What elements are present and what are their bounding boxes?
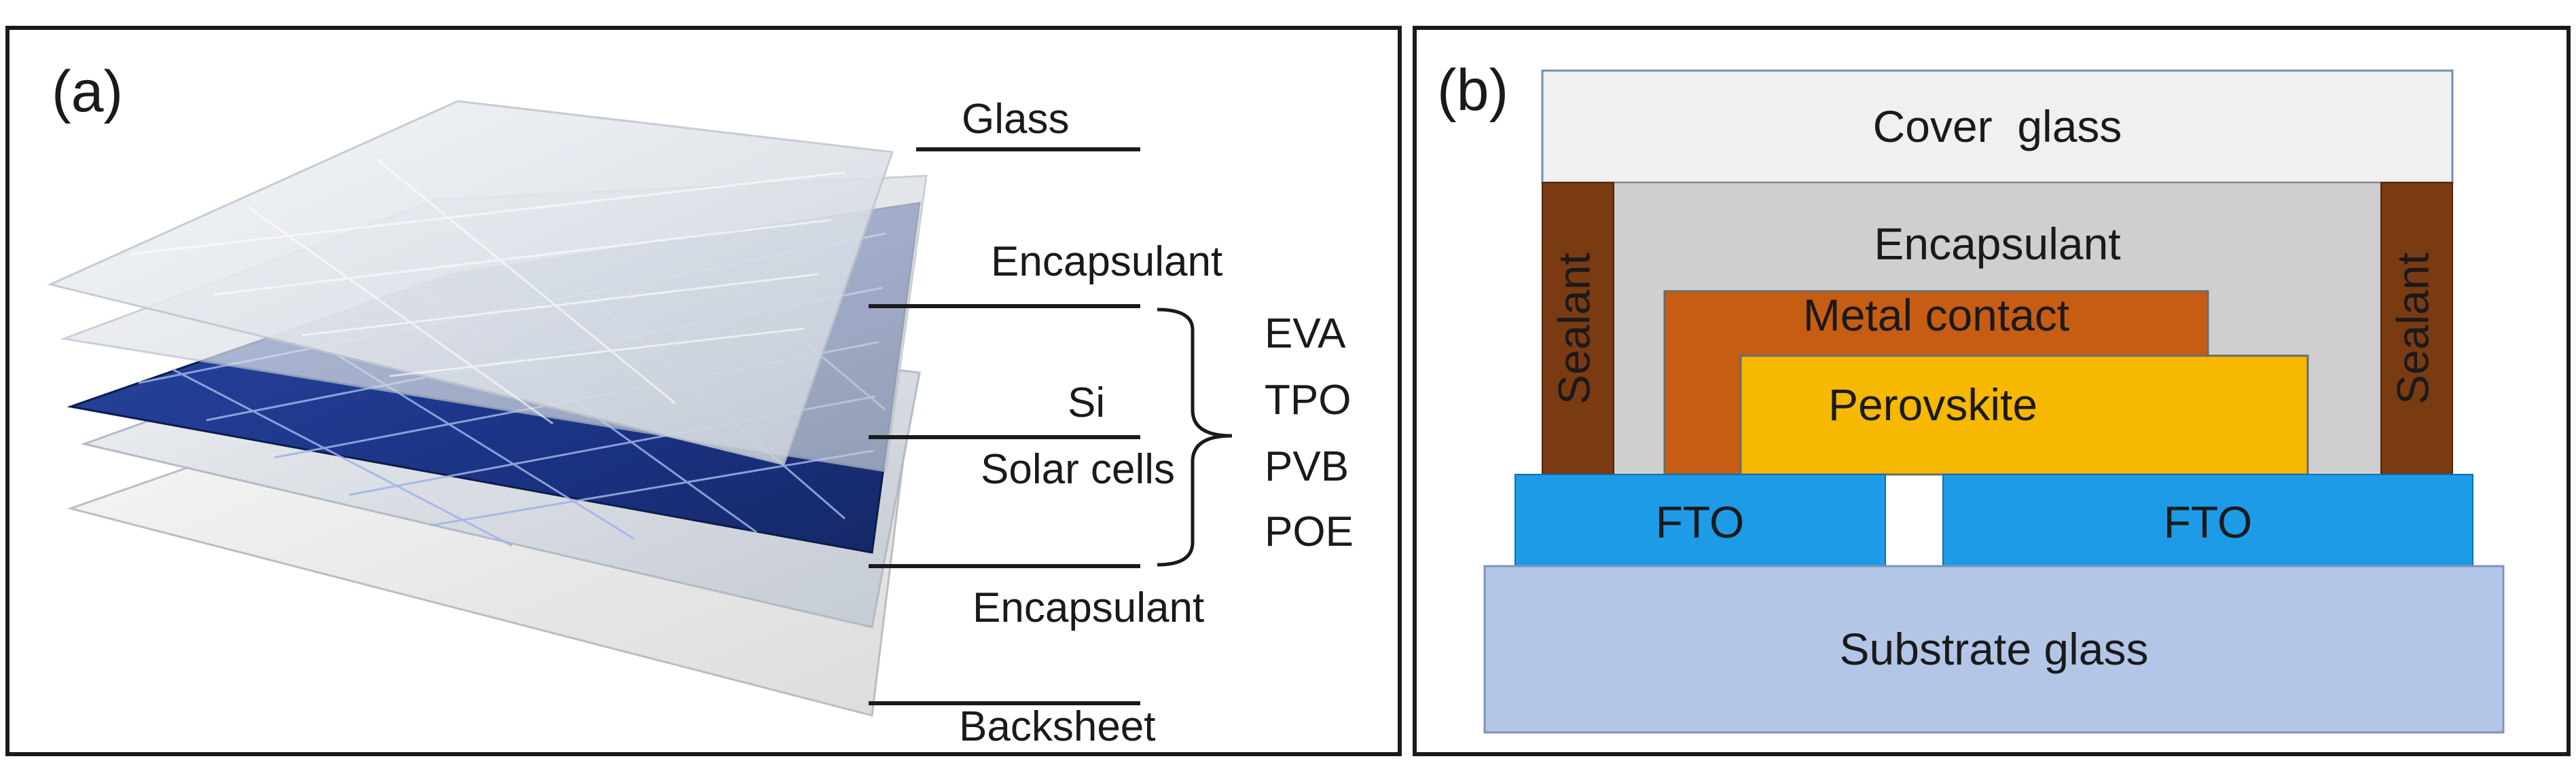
fto-right-layer [1942,474,2473,567]
label-fto-right: FTO [2164,497,2253,547]
material-tpo: TPO [1265,377,1351,424]
label-fto-left: FTO [1656,497,1745,547]
perovskite-cell-cross-section: (b) Cover glass Encapsulant Metal contac… [1437,58,2505,734]
sealant-right-layer [2380,182,2453,475]
fto-left-layer [1514,474,1886,567]
material-poe: POE [1265,508,1354,555]
panel-letter-b: (b) [1437,58,1508,123]
label-metal-contact: Metal contact [1803,290,2070,340]
label-si: Si [1068,379,1105,426]
label-sealant-left: Sealant [1548,253,1599,405]
perovskite-layer [1739,354,2309,476]
glass-layer [47,100,894,466]
material-eva: EVA [1265,310,1346,357]
label-solar-cells: Solar cells [981,446,1175,493]
material-pvb: PVB [1265,443,1349,490]
substrate-glass-layer [1483,565,2505,734]
panel-letter-a: (a) [52,59,123,124]
label-substrate-glass: Substrate glass [1840,624,2149,674]
label-encapsulant-top: Encapsulant [991,238,1222,285]
leader-lines [869,147,1140,705]
cover-glass-layer [1541,69,2454,184]
label-glass: Glass [962,96,1069,143]
label-perovskite: Perovskite [1828,379,2037,430]
materials-brace [1157,308,1233,567]
solar-module-exploded-view: (a) Glass Encapsulant Si Solar cells Enc… [47,59,1354,750]
label-backsheet: Backsheet [959,703,1156,750]
label-sealant-right: Sealant [2387,253,2437,405]
label-encapsulant-bottom: Encapsulant [973,584,1204,631]
label-cover-glass: Cover glass [1873,101,2122,151]
panel-b: (b) Cover glass Encapsulant Metal contac… [1413,26,2571,756]
label-encapsulant: Encapsulant [1874,219,2120,269]
panel-a: (a) Glass Encapsulant Si Solar cells Enc… [5,26,1402,756]
